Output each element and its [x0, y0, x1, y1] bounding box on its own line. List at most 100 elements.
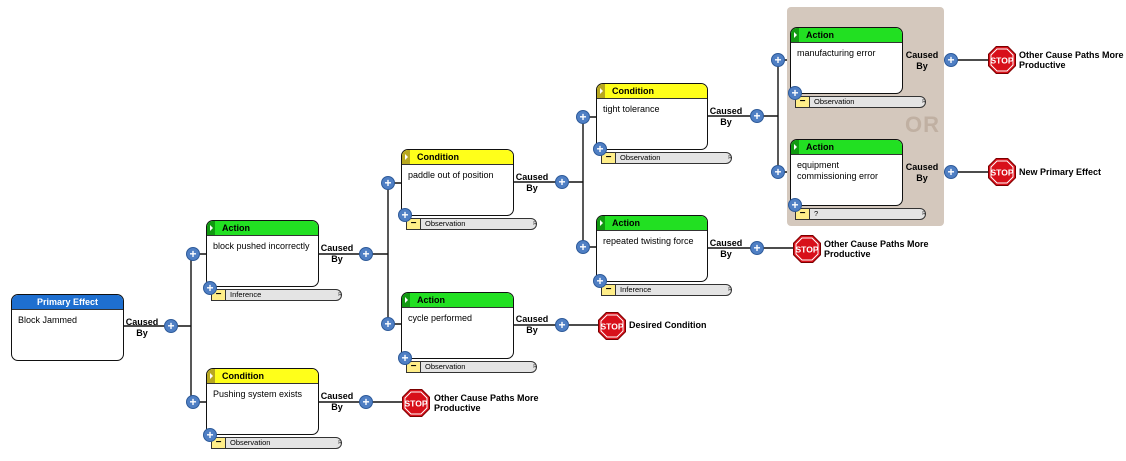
node-cycle-performed[interactable]: Action cycle performed [401, 292, 514, 359]
expand-tab-icon[interactable] [791, 140, 799, 154]
node-text[interactable]: paddle out of position [408, 170, 494, 180]
minus-icon[interactable]: − [407, 362, 421, 372]
add-cause-plus-icon[interactable]: + [164, 319, 178, 333]
node-text[interactable]: Pushing system exists [213, 389, 303, 399]
node-type-label: Action [612, 218, 640, 228]
stop-sign-icon[interactable]: STOP [988, 158, 1016, 186]
stop-sign-icon[interactable]: STOP [402, 389, 430, 417]
node-text[interactable]: equipment commissioning error [797, 160, 879, 181]
minus-icon[interactable]: − [212, 438, 226, 448]
node-primary-effect[interactable]: Primary Effect Block Jammed [11, 294, 124, 361]
stop-sign-icon[interactable]: STOP [793, 235, 821, 263]
expand-tab-icon[interactable] [207, 221, 215, 235]
node-header: Condition [402, 150, 513, 165]
minus-icon[interactable]: − [796, 209, 810, 219]
node-header: Condition [597, 84, 707, 99]
node-header: Action [207, 221, 318, 236]
evidence-tag-icon: R [922, 211, 926, 217]
add-cause-plus-icon[interactable]: + [398, 208, 412, 222]
evidence-tag-icon: R [338, 292, 342, 298]
node-text[interactable]: repeated twisting force [603, 236, 694, 246]
add-cause-plus-icon[interactable]: + [593, 274, 607, 288]
node-block-pushed-incorrectly[interactable]: Action block pushed incorrectly [206, 220, 319, 287]
add-cause-plus-icon[interactable]: + [555, 175, 569, 189]
add-cause-plus-icon[interactable]: + [381, 176, 395, 190]
minus-icon[interactable]: − [407, 219, 421, 229]
evidence-bar[interactable]: − Observation R [601, 152, 732, 164]
node-type-label: Action [806, 142, 834, 152]
evidence-tag-icon: R [338, 440, 342, 446]
add-cause-plus-icon[interactable]: + [186, 247, 200, 261]
expand-tab-icon[interactable] [207, 369, 215, 383]
evidence-bar[interactable]: − Observation R [406, 218, 537, 230]
evidence-tag-icon: R [922, 99, 926, 105]
node-text[interactable]: tight tolerance [603, 104, 660, 114]
add-cause-plus-icon[interactable]: + [381, 317, 395, 331]
node-pushing-system-exists[interactable]: Condition Pushing system exists [206, 368, 319, 435]
evidence-label: Observation [620, 153, 661, 162]
stop-sign-icon[interactable]: STOP [988, 46, 1016, 74]
node-manufacturing-error[interactable]: Action manufacturing error [790, 27, 903, 94]
evidence-label: Inference [620, 285, 652, 294]
minus-icon[interactable]: − [796, 97, 810, 107]
minus-icon[interactable]: − [602, 153, 616, 163]
stop-label: New Primary Effect [1019, 167, 1102, 177]
add-cause-plus-icon[interactable]: + [359, 395, 373, 409]
stop-label: Desired Condition [629, 320, 707, 330]
expand-tab-icon[interactable] [791, 28, 799, 42]
evidence-bar[interactable]: − Observation R [406, 361, 537, 373]
node-type-label: Primary Effect [36, 297, 99, 307]
expand-tab-icon[interactable] [402, 293, 410, 307]
node-text[interactable]: manufacturing error [797, 48, 876, 58]
evidence-label: Observation [814, 97, 855, 106]
minus-icon[interactable]: − [602, 285, 616, 295]
evidence-tag-icon: R [728, 287, 732, 293]
evidence-bar[interactable]: − Observation R [795, 96, 926, 108]
add-cause-plus-icon[interactable]: + [203, 281, 217, 295]
evidence-bar[interactable]: − Inference R [601, 284, 732, 296]
add-cause-plus-icon[interactable]: + [750, 109, 764, 123]
add-cause-plus-icon[interactable]: + [593, 142, 607, 156]
add-cause-plus-icon[interactable]: + [750, 241, 764, 255]
node-type-label: Action [806, 30, 834, 40]
node-equipment-commissioning-error[interactable]: Action equipment commissioning error [790, 139, 903, 206]
stop-sign-icon[interactable]: STOP [598, 312, 626, 340]
node-text[interactable]: cycle performed [408, 313, 473, 323]
minus-icon[interactable]: − [212, 290, 226, 300]
add-cause-plus-icon[interactable]: + [788, 198, 802, 212]
add-cause-plus-icon[interactable]: + [359, 247, 373, 261]
add-cause-plus-icon[interactable]: + [576, 240, 590, 254]
node-text[interactable]: block pushed incorrectly [213, 241, 310, 251]
node-type-label: Action [222, 223, 250, 233]
expand-tab-icon[interactable] [597, 216, 605, 230]
add-cause-plus-icon[interactable]: + [788, 86, 802, 100]
or-label: OR [905, 112, 940, 137]
add-cause-plus-icon[interactable]: + [555, 318, 569, 332]
add-cause-plus-icon[interactable]: + [771, 53, 785, 67]
expand-tab-icon[interactable] [402, 150, 410, 164]
node-tight-tolerance[interactable]: Condition tight tolerance [596, 83, 708, 150]
evidence-bar[interactable]: − ? R [795, 208, 926, 220]
evidence-bar[interactable]: − Observation R [211, 437, 342, 449]
add-cause-plus-icon[interactable]: + [771, 165, 785, 179]
add-cause-plus-icon[interactable]: + [186, 395, 200, 409]
evidence-label: Observation [425, 219, 466, 228]
add-cause-plus-icon[interactable]: + [944, 165, 958, 179]
node-repeated-twisting-force[interactable]: Action repeated twisting force [596, 215, 708, 282]
add-cause-plus-icon[interactable]: + [944, 53, 958, 67]
add-cause-plus-icon[interactable]: + [576, 110, 590, 124]
add-cause-plus-icon[interactable]: + [203, 428, 217, 442]
evidence-tag-icon: R [728, 155, 732, 161]
node-text[interactable]: Block Jammed [18, 315, 78, 325]
expand-tab-icon[interactable] [597, 84, 605, 98]
evidence-label: ? [814, 209, 819, 218]
node-paddle-out-of-position[interactable]: Condition paddle out of position [401, 149, 514, 216]
add-cause-plus-icon[interactable]: + [398, 351, 412, 365]
evidence-bar[interactable]: − Inference R [211, 289, 342, 301]
